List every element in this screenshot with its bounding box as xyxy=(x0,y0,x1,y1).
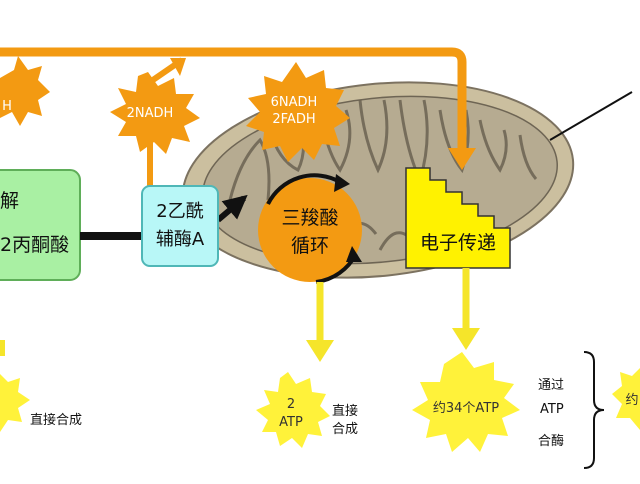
electron-transport-box xyxy=(405,167,511,269)
electron-transport-label: 电子传递 xyxy=(419,231,496,254)
acetyl-coa-label-1: 2乙酰 xyxy=(156,201,204,222)
nadh-burst-2-label: 2NADH xyxy=(126,106,174,121)
direct-synthesis-mid-label-1: 直接 xyxy=(332,404,359,419)
nadh-burst-partial-label: H xyxy=(2,99,12,114)
atp-burst-34-label: 约34个ATP xyxy=(432,401,500,416)
atp-burst-2 xyxy=(256,372,330,448)
atp-burst-2-label-2: ATP xyxy=(279,415,303,430)
yellow-arrow-electron xyxy=(452,268,480,350)
atp-burst-right-partial-label: 约 xyxy=(625,393,639,408)
atp-burst-2-label-1: 2 xyxy=(286,397,296,412)
atp-burst-right-partial xyxy=(612,368,640,430)
pointer-line xyxy=(549,91,633,141)
direct-synthesis-mid-label-2: 合成 xyxy=(332,422,359,437)
via-label-3: 合酶 xyxy=(538,434,565,449)
krebs-label-2: 循环 xyxy=(290,234,329,257)
atp-burst-34 xyxy=(412,352,520,452)
nadh-burst-partial xyxy=(0,56,50,126)
acetyl-coa-box xyxy=(141,185,219,267)
via-label-1: 通过 xyxy=(538,378,565,393)
bracket xyxy=(583,351,605,469)
nadh-burst-2 xyxy=(110,72,200,154)
nadh-burst-6 xyxy=(246,62,350,162)
glycolysis-label-2: 2丙酮酸 xyxy=(0,233,70,256)
mitochondrion-illustration xyxy=(181,81,575,279)
acetyl-coa-label-2: 辅酶A xyxy=(155,229,205,250)
nadh-burst-6-label-2: 2FADH xyxy=(272,112,316,127)
nadh-burst-6-label-1: 6NADH xyxy=(270,95,318,110)
glycolysis-label-1: 解 xyxy=(0,190,20,212)
connector-acetyl-krebs xyxy=(216,194,248,223)
krebs-cycle xyxy=(258,173,362,284)
direct-synthesis-left-label: 直接合成 xyxy=(30,413,83,428)
via-label-2: ATP xyxy=(540,402,564,417)
glycolysis-box xyxy=(0,169,81,281)
atp-burst-left-partial xyxy=(0,374,30,432)
orange-loop-arrow xyxy=(0,47,476,170)
krebs-label-1: 三羧酸 xyxy=(281,206,339,229)
yellow-arrow-krebs xyxy=(306,282,334,362)
